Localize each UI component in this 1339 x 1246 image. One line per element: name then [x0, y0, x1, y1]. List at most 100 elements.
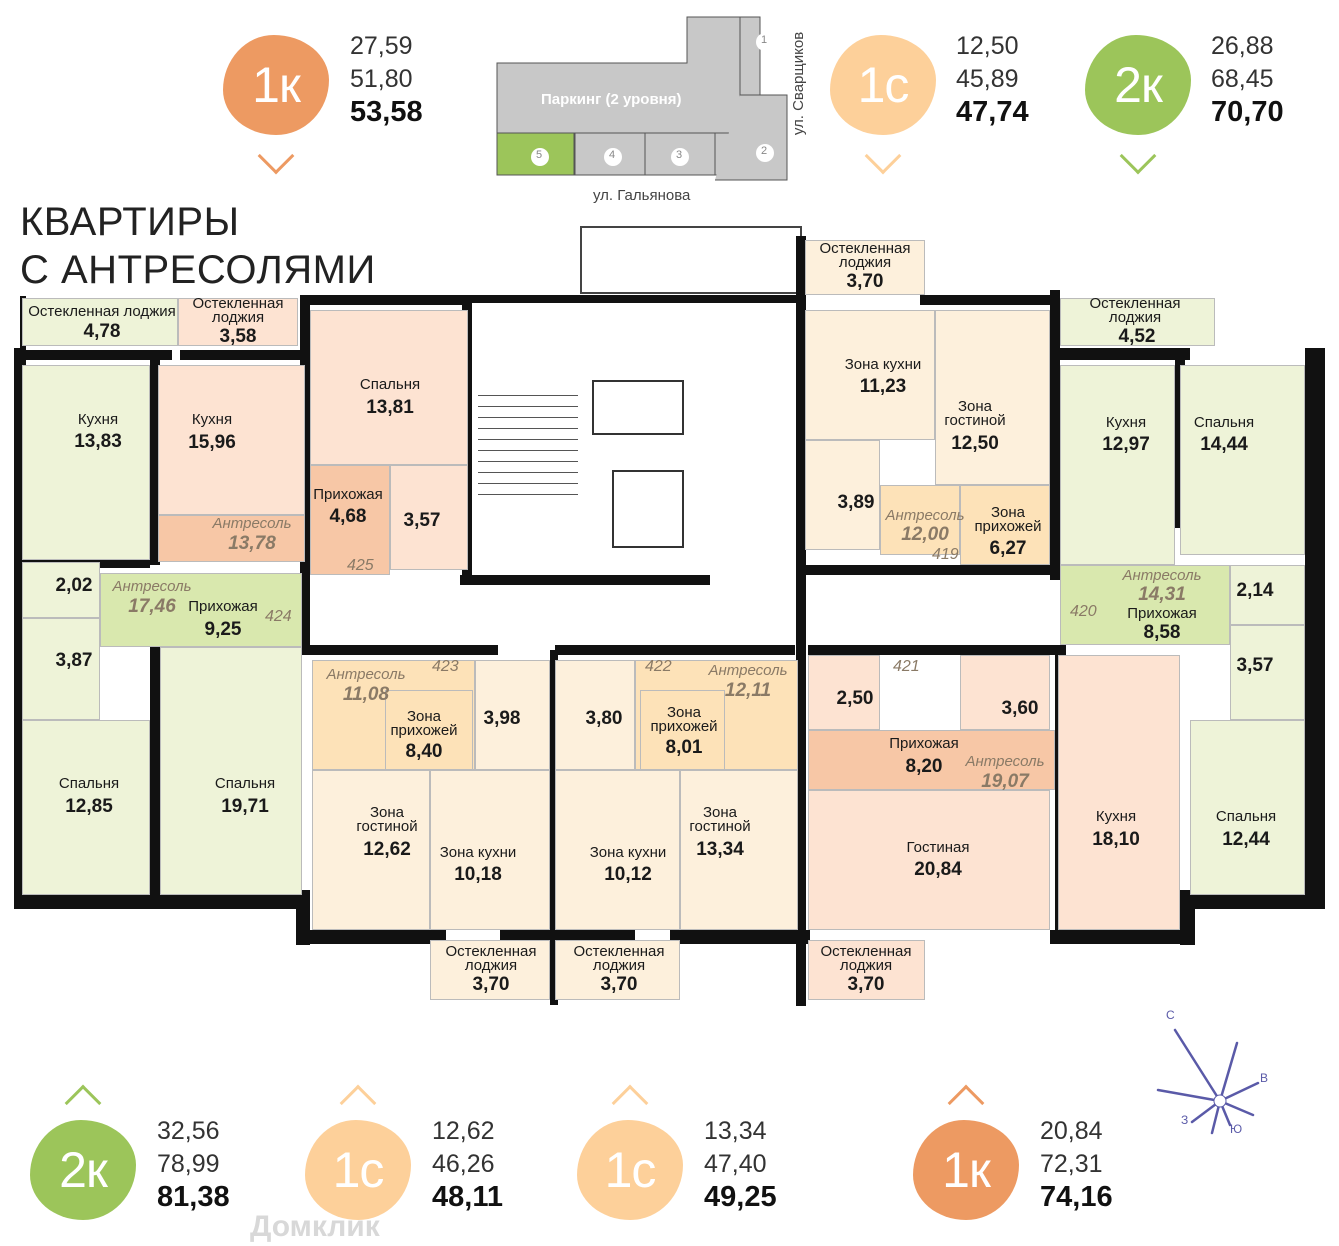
apartment-type-badge[interactable]: 1к: [223, 35, 329, 135]
room-name: Зона прихожей: [974, 504, 1042, 535]
area-summary: 13,34 47,40 49,25: [704, 1115, 777, 1214]
area-total: 81,38: [157, 1181, 230, 1213]
room[interactable]: [555, 940, 680, 1000]
room[interactable]: [160, 647, 302, 895]
room[interactable]: [1230, 565, 1305, 625]
apartment-type-badge[interactable]: 2к: [1085, 35, 1191, 135]
section-2[interactable]: 2: [761, 145, 768, 157]
room[interactable]: [22, 298, 178, 346]
room-area: 2,14: [1236, 580, 1274, 601]
chevron-down-icon[interactable]: [864, 137, 902, 175]
room[interactable]: [22, 562, 100, 618]
chevron-up-icon[interactable]: [947, 1084, 985, 1122]
room-area: 19,07: [981, 771, 1029, 792]
room[interactable]: [1230, 625, 1305, 720]
chevron-up-icon[interactable]: [339, 1084, 377, 1122]
apartment-type-badge[interactable]: 1с: [305, 1120, 411, 1220]
room[interactable]: [1060, 298, 1215, 346]
room-name: Антресоль: [326, 666, 406, 683]
room[interactable]: [808, 655, 880, 730]
wall: [300, 580, 310, 650]
area-total-no-ant: 45,89: [956, 65, 1019, 93]
area-total: 49,25: [704, 1181, 777, 1213]
room[interactable]: [430, 770, 550, 930]
room[interactable]: [960, 485, 1050, 565]
section-5[interactable]: 5: [536, 149, 543, 161]
room[interactable]: [805, 310, 935, 440]
room[interactable]: [808, 730, 1055, 790]
room[interactable]: [880, 485, 960, 555]
chevron-up-icon[interactable]: [64, 1084, 102, 1122]
room[interactable]: [475, 660, 550, 770]
room[interactable]: [178, 298, 298, 346]
room-name: Антресоль: [112, 578, 192, 595]
apartment-type-badge[interactable]: 1с: [830, 35, 936, 135]
apartment-type-badge[interactable]: 1с: [577, 1120, 683, 1220]
room[interactable]: [1058, 655, 1180, 930]
room-area: 11,08: [342, 684, 390, 705]
section-3[interactable]: 3: [676, 149, 683, 161]
room-area: 6,27: [989, 538, 1027, 559]
apartment-type-badge[interactable]: 1к: [913, 1120, 1019, 1220]
compass-north: С: [1166, 1008, 1175, 1022]
wall: [460, 575, 710, 585]
area-total-no-ant: 47,40: [704, 1150, 767, 1178]
room-area: 15,96: [188, 432, 236, 453]
apartment-type-badge[interactable]: 2к: [30, 1120, 136, 1220]
room[interactable]: [22, 618, 100, 720]
room[interactable]: [310, 465, 390, 575]
title-line-2: С АНТРЕСОЛЯМИ: [20, 248, 376, 292]
elevator: [592, 380, 684, 435]
room-name: Остекленная лоджия: [28, 303, 176, 320]
room[interactable]: [555, 770, 680, 930]
room[interactable]: [555, 660, 635, 770]
chevron-up-icon[interactable]: [611, 1084, 649, 1122]
room-area: 3,58: [219, 326, 257, 347]
room[interactable]: [385, 690, 473, 770]
room[interactable]: [310, 310, 468, 465]
room[interactable]: [1180, 365, 1305, 555]
section-4[interactable]: 4: [609, 149, 616, 161]
room[interactable]: [960, 655, 1050, 730]
room-name: Остекленная лоджия: [573, 943, 665, 974]
room[interactable]: [805, 440, 880, 550]
room[interactable]: [312, 770, 430, 930]
wall: [310, 295, 470, 305]
chevron-down-icon[interactable]: [257, 137, 295, 175]
room-area: 3,80: [585, 708, 623, 729]
room[interactable]: [100, 573, 302, 647]
room[interactable]: [22, 720, 150, 895]
room-name: Антресоль: [1122, 567, 1202, 584]
area-living: 26,88: [1211, 32, 1274, 60]
room[interactable]: [680, 770, 798, 930]
wall: [550, 650, 558, 1005]
room[interactable]: [805, 240, 925, 295]
area-living: 20,84: [1040, 1117, 1103, 1145]
room[interactable]: [808, 940, 925, 1000]
room[interactable]: [808, 790, 1050, 930]
room[interactable]: [1190, 720, 1305, 895]
room[interactable]: [158, 365, 305, 515]
room[interactable]: [430, 940, 550, 1000]
elevator: [612, 470, 684, 548]
room-area: 8,01: [665, 737, 703, 758]
site-plan-map: [496, 16, 788, 181]
room[interactable]: [640, 690, 725, 770]
room-area: 12,00: [901, 524, 949, 545]
room[interactable]: [22, 365, 150, 560]
room[interactable]: [158, 515, 305, 562]
room[interactable]: [1060, 365, 1175, 565]
site-plan[interactable]: Паркинг (2 уровня) 1 2 3 4 5 ул. Гальяно…: [495, 15, 807, 204]
staircase: [478, 385, 578, 500]
chevron-down-icon[interactable]: [1119, 137, 1157, 175]
section-1[interactable]: 1: [761, 34, 768, 46]
area-total: 48,11: [432, 1181, 503, 1213]
area-living: 13,34: [704, 1117, 767, 1145]
room[interactable]: [1060, 565, 1230, 645]
room[interactable]: [390, 465, 468, 570]
room[interactable]: [935, 310, 1050, 485]
room-name: Антресоль: [965, 753, 1045, 770]
